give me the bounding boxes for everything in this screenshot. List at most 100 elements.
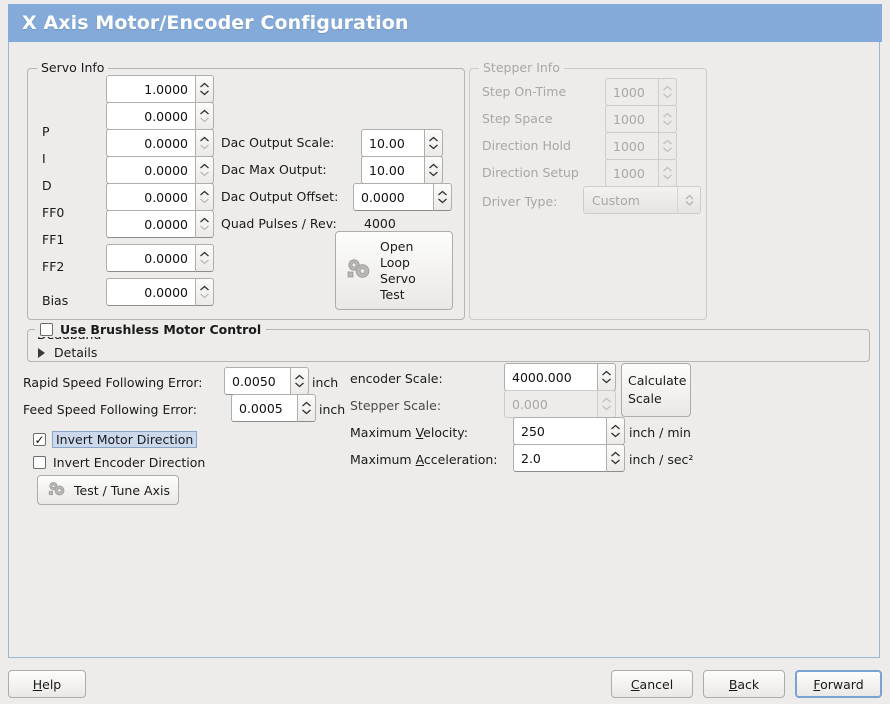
maximum-velocity-value[interactable]: 250 [513,417,606,445]
servo-input-d[interactable]: 0.0000 [106,129,214,157]
spinner-buttons[interactable] [424,129,443,157]
rapid-speed-following-error-value[interactable]: 0.0050 [224,367,290,395]
cancel-button[interactable]: Cancel [611,670,693,698]
max-velocity-post: elocity: [423,425,468,440]
servo-input-deadband[interactable]: 0.0000 [106,278,214,306]
forward-button[interactable]: Forward [795,670,882,698]
stepper-scale-label: Stepper Scale: [350,398,442,413]
invert-motor-direction-checkbox[interactable]: ✓ Invert Motor Direction [33,431,198,448]
dac-output-scale-input[interactable]: 10.00 [361,129,443,157]
dac-output-offset-input[interactable]: 0.0000 [353,183,452,211]
test-tune-axis-button[interactable]: Test / Tune Axis [37,475,179,505]
checkbox-box[interactable]: ✓ [33,433,46,446]
encoder-scale-label: encoder Scale: [350,371,443,386]
spinner-buttons[interactable] [606,417,625,445]
gears-icon [344,255,374,286]
direction-hold-label: Direction Hold [482,138,571,153]
cancel-label: Cancel [631,677,673,692]
spinner-buttons[interactable] [290,367,309,395]
servo-value-ff1[interactable]: 0.0000 [106,183,195,211]
servo-value-ff2[interactable]: 0.0000 [106,210,195,238]
encoder-scale-value[interactable]: 4000.000 [504,363,597,391]
maximum-acceleration-input[interactable]: 2.0 [513,444,625,472]
chevron-right-icon[interactable] [38,347,45,358]
feed-speed-following-error-label: Feed Speed Following Error: [23,402,197,417]
maximum-acceleration-value[interactable]: 2.0 [513,444,606,472]
max-accel-mnemonic: A [415,452,424,467]
spinner-buttons[interactable] [433,183,452,211]
spinner-buttons[interactable] [195,102,214,130]
step-on-time-input: 1000 [605,78,677,106]
maximum-acceleration-label: Maximum Acceleration: [350,452,497,468]
servo-value-deadband[interactable]: 0.0000 [106,278,195,306]
driver-type-label: Driver Type: [482,194,558,209]
spinner-buttons[interactable] [195,183,214,211]
spinner-buttons[interactable] [195,129,214,157]
servo-input-ff2[interactable]: 0.0000 [106,210,214,238]
servo-value-i[interactable]: 0.0000 [106,102,195,130]
step-on-time-value: 1000 [605,78,658,106]
spinner-buttons[interactable] [606,444,625,472]
use-brushless-motor-control-label: Use Brushless Motor Control [60,322,262,337]
checkbox-box[interactable] [33,456,46,469]
invert-encoder-direction-label: Invert Encoder Direction [53,455,206,470]
feed-speed-following-error-value[interactable]: 0.0005 [231,394,297,422]
invert-encoder-direction-checkbox[interactable]: Invert Encoder Direction [33,455,205,470]
help-mnemonic: H [32,676,43,692]
servo-input-bias[interactable]: 0.0000 [106,244,214,272]
driver-type-select: Custom [583,186,701,214]
feed-speed-unit: inch [319,402,346,417]
help-rest: elp [42,676,62,692]
step-on-time-label: Step On-Time [482,84,567,99]
encoder-scale-input[interactable]: 4000.000 [504,363,616,391]
servo-value-p[interactable]: 1.0000 [106,75,195,103]
max-velocity-mnemonic: V [415,425,424,440]
spinner-buttons[interactable] [297,394,316,422]
servo-input-ff0[interactable]: 0.0000 [106,156,214,184]
rapid-speed-following-error-input[interactable]: 0.0050 [224,367,309,395]
servo-value-d[interactable]: 0.0000 [106,129,195,157]
servo-input-p[interactable]: 1.0000 [106,75,214,103]
spinner-buttons[interactable] [195,244,214,272]
details-expander[interactable]: Details [38,345,97,360]
checkbox-box[interactable] [40,323,53,336]
back-label: Back [729,677,759,692]
back-mnemonic: B [728,676,738,692]
servo-label-ff1: FF1 [42,232,65,247]
dac-max-output-input[interactable]: 10.00 [361,156,443,184]
servo-label-bias: Bias [42,293,69,308]
dac-max-output-value[interactable]: 10.00 [361,156,424,184]
spinner-buttons[interactable] [195,156,214,184]
dac-output-scale-label: Dac Output Scale: [221,135,335,150]
dac-output-offset-value[interactable]: 0.0000 [353,183,433,211]
servo-input-ff1[interactable]: 0.0000 [106,183,214,211]
use-brushless-motor-control-checkbox[interactable]: Use Brushless Motor Control [35,322,267,337]
spinner-buttons[interactable] [195,75,214,103]
servo-input-i[interactable]: 0.0000 [106,102,214,130]
max-accel-post: cceleration: [423,452,498,467]
open-loop-servo-test-button[interactable]: Open Loop Servo Test [335,231,453,310]
stepper-scale-value: 0.000 [504,390,597,418]
dac-output-scale-value[interactable]: 10.00 [361,129,424,157]
direction-setup-label: Direction Setup [482,165,579,180]
servo-value-bias[interactable]: 0.0000 [106,244,195,272]
servo-value-ff0[interactable]: 0.0000 [106,156,195,184]
forward-rest: orward [820,676,864,692]
spinner-buttons[interactable] [195,210,214,238]
driver-type-value: Custom [592,192,640,208]
open-loop-servo-test-label: Open Loop Servo Test [380,239,416,303]
spinner-buttons[interactable] [424,156,443,184]
max-accel-pre: Maximum [350,452,416,467]
back-button[interactable]: Back [703,670,785,698]
calculate-scale-button[interactable]: Calculate Scale [621,363,691,417]
stepper-info-legend: Stepper Info [479,59,564,76]
spinner-buttons[interactable] [597,363,616,391]
spinner-buttons [658,159,677,187]
quad-pulses-value: 4000 [364,216,396,231]
feed-speed-following-error-input[interactable]: 0.0005 [231,394,316,422]
maximum-velocity-input[interactable]: 250 [513,417,625,445]
help-button[interactable]: Help [8,670,86,698]
spinner-buttons[interactable] [195,278,214,306]
details-label: Details [54,345,98,360]
title-bar: X Axis Motor/Encoder Configuration [8,4,882,42]
